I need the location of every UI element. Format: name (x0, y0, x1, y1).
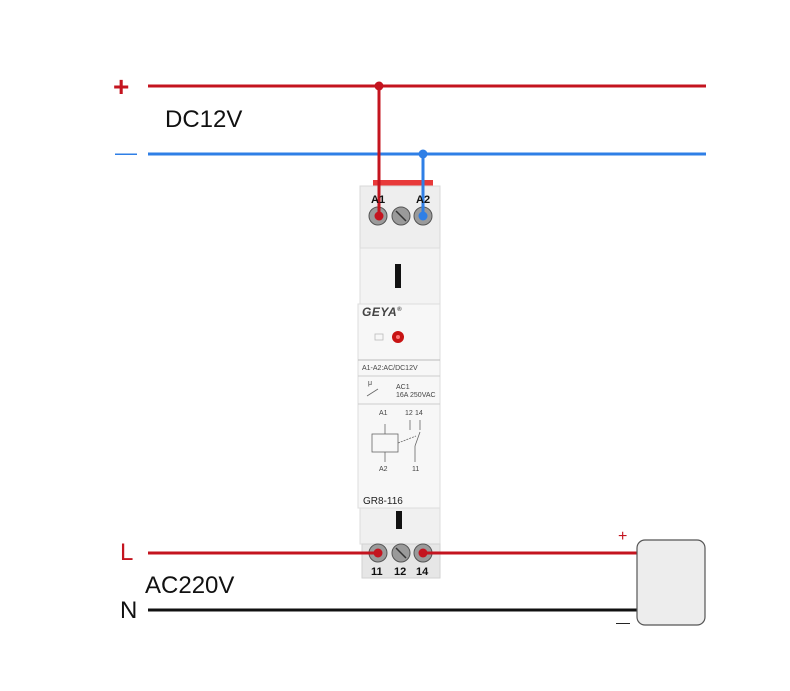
ac-voltage-label: AC220V (145, 572, 235, 599)
dc-voltage-label: DC12V (165, 106, 243, 133)
schematic-14: 14 (415, 410, 423, 417)
schematic-12: 12 (405, 410, 413, 417)
load-minus-symbol: — (616, 614, 630, 630)
brand-name: GEYA (362, 305, 398, 319)
top-label-a1: A1 (371, 194, 386, 206)
load-box[interactable] (636, 539, 706, 626)
relay-module (357, 180, 441, 579)
contact-class: AC1 (396, 384, 410, 391)
schematic-11: 11 (412, 466, 420, 473)
contact-rating: 16A 250VAC (396, 392, 436, 399)
brand-logo: GEYA® (362, 305, 402, 319)
model-number: GR8-116 (363, 496, 403, 507)
bottom-label-14: 14 (416, 566, 429, 578)
junction-negative (418, 149, 428, 159)
coil-rating: A1-A2:AC/DC12V (362, 365, 418, 372)
bottom-label-12: 12 (394, 566, 407, 578)
dc-minus-symbol: — (115, 140, 137, 165)
bottom-label-11: 11 (371, 566, 383, 578)
junction-positive (374, 81, 384, 91)
brand-trademark: ® (397, 307, 403, 313)
contact-symbol: μ (368, 380, 373, 387)
ac-live-label: L (120, 539, 134, 566)
dc-plus-symbol: + (113, 71, 130, 102)
load-plus-symbol: + (618, 528, 628, 545)
top-label-a2: A2 (416, 194, 431, 206)
ac-neutral-label: N (120, 597, 138, 624)
schematic-a2: A2 (379, 466, 388, 473)
schematic-a1: A1 (379, 410, 388, 417)
